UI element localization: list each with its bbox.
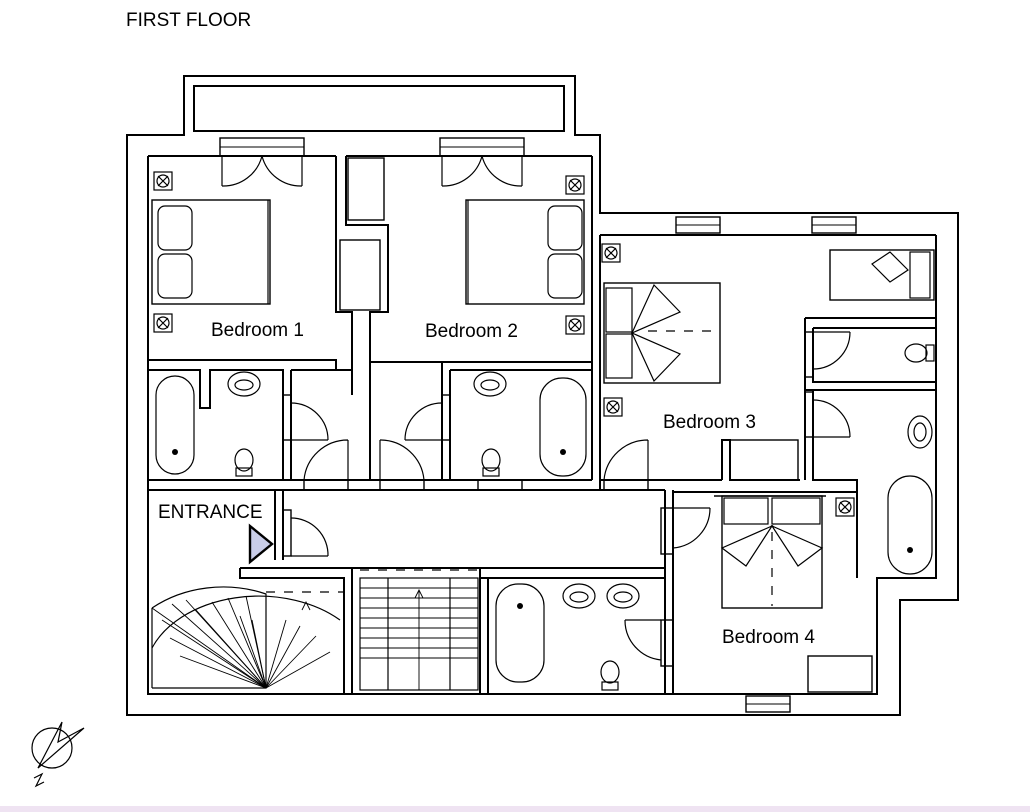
floor-title: FIRST FLOOR — [126, 10, 251, 31]
ceiling-vents — [153, 171, 855, 517]
doors — [221, 155, 851, 667]
bed-bedroom-1 — [151, 199, 271, 305]
spiral-staircase — [151, 586, 344, 689]
room-label-bedroom-1: Bedroom 1 — [211, 320, 304, 341]
bed-bedroom-3-double — [603, 282, 721, 384]
bed-bedroom-3-single — [829, 249, 935, 301]
exterior-walls — [126, 75, 959, 716]
entrance-arrow-icon — [248, 523, 274, 565]
room-label-bedroom-3: Bedroom 3 — [663, 412, 756, 433]
straight-staircase — [359, 569, 479, 691]
room-label-bedroom-2: Bedroom 2 — [425, 321, 518, 342]
stair-direction-arrow-icon — [301, 600, 311, 611]
sinks — [227, 371, 933, 609]
room-label-entrance: ENTRANCE — [158, 502, 263, 523]
north-compass-icon — [31, 721, 85, 788]
wardrobes — [339, 157, 873, 693]
bed-bedroom-2 — [465, 199, 585, 305]
footer-bar — [0, 806, 1030, 812]
bathtubs — [155, 375, 933, 683]
bed-bedroom-4 — [714, 495, 826, 609]
toilets — [234, 343, 935, 691]
room-label-bedroom-4: Bedroom 4 — [722, 627, 815, 648]
windows — [219, 137, 857, 713]
